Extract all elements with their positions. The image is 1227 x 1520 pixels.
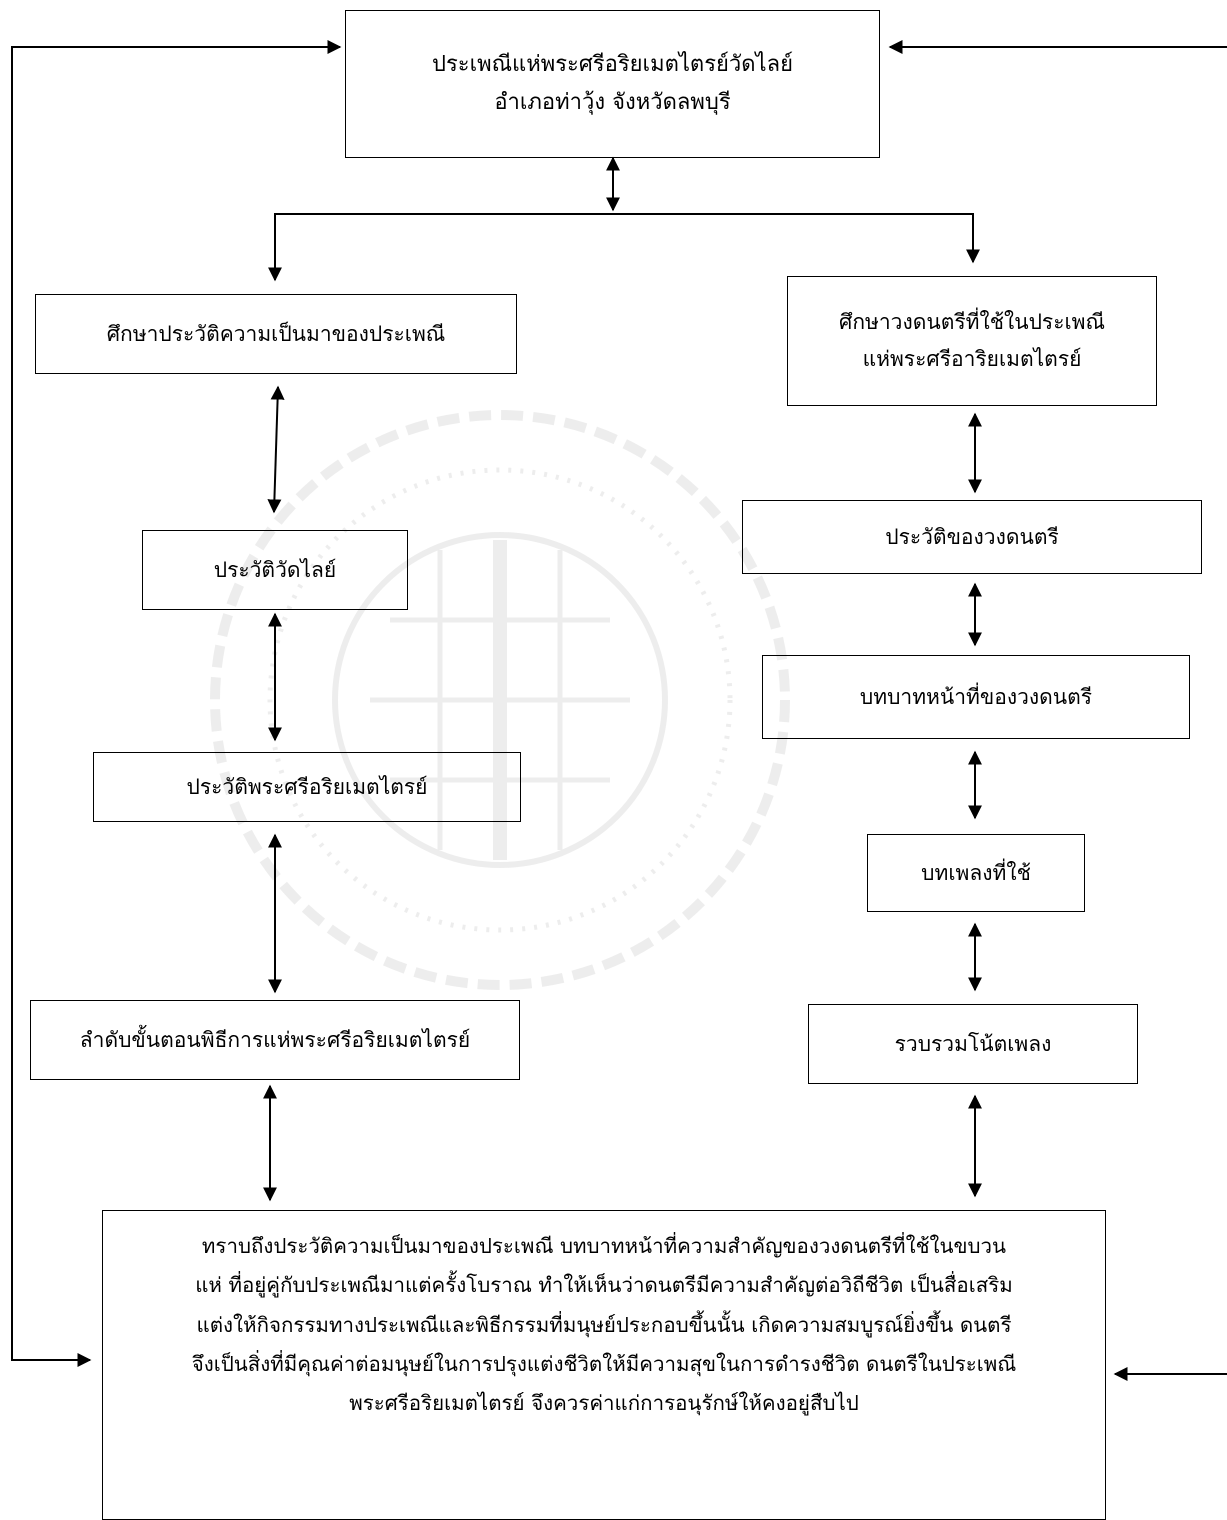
songs-used-label: บทเพลงที่ใช้ [921,860,1031,885]
band-history-box: ประวัติของวงดนตรี [742,500,1202,574]
title-box: ประเพณีแห่พระศรีอริยเมตไตรย์วัดไลย์ อำเภ… [345,10,880,158]
conclusion-line-2: แห่ ที่อยู่คู่กับประเพณีมาแต่ครั้งโบราณ … [195,1273,1013,1298]
conclusion-line-4: จึงเป็นสิ่งที่มีคุณค่าต่อมนุษย์ในการปรุง… [191,1352,1017,1377]
ceremony-steps-label: ลำดับขั้นตอนพิธีการแห่พระศรีอริยเมตไตรย์ [79,1027,471,1052]
band-study-line-1: ศึกษาวงดนตรีที่ใช้ในประเพณี [839,310,1105,335]
band-role-box: บทบาทหน้าที่ของวงดนตรี [762,655,1190,739]
notation-collection-label: รวบรวมโน้ตเพลง [894,1031,1052,1056]
notation-collection-box: รวบรวมโน้ตเพลง [808,1004,1138,1084]
conclusion-line-1: ทราบถึงประวัติความเป็นมาของประเพณี บทบาท… [201,1234,1007,1258]
conclusion-box: ทราบถึงประวัติความเป็นมาของประเพณี บทบาท… [102,1210,1106,1520]
title-line-2: อำเภอท่าวุ้ง จังหวัดลพบุรี [494,90,731,115]
band-study-line-2: แห่พระศรีอาริยเมตไตรย์ [862,347,1082,371]
conclusion-line-5: พระศรีอริยเมตไตรย์ จึงควรค่าแก่การอนุรัก… [349,1391,859,1416]
conclusion-line-3: แต่งให้กิจกรรมทางประเพณีและพิธีกรรมที่มน… [196,1312,1012,1337]
band-role-label: บทบาทหน้าที่ของวงดนตรี [859,684,1093,709]
band-study-box: ศึกษาวงดนตรีที่ใช้ในประเพณี แห่พระศรีอาร… [787,276,1157,406]
history-study-box: ศึกษาประวัติความเป็นมาของประเพณี [35,294,517,374]
title-line-1: ประเพณีแห่พระศรีอริยเมตไตรย์วัดไลย์ [432,51,793,77]
history-study-label: ศึกษาประวัติความเป็นมาของประเพณี [106,321,446,346]
phra-si-history-label: ประวัติพระศรีอริยเมตไตรย์ [186,774,428,799]
wat-lai-history-box: ประวัติวัดไลย์ [142,530,408,610]
ceremony-steps-box: ลำดับขั้นตอนพิธีการแห่พระศรีอริยเมตไตรย์ [30,1000,520,1080]
wat-lai-history-label: ประวัติวัดไลย์ [213,557,337,582]
band-history-label: ประวัติของวงดนตรี [885,524,1059,549]
songs-used-box: บทเพลงที่ใช้ [867,834,1085,912]
phra-si-history-box: ประวัติพระศรีอริยเมตไตรย์ [93,752,521,822]
